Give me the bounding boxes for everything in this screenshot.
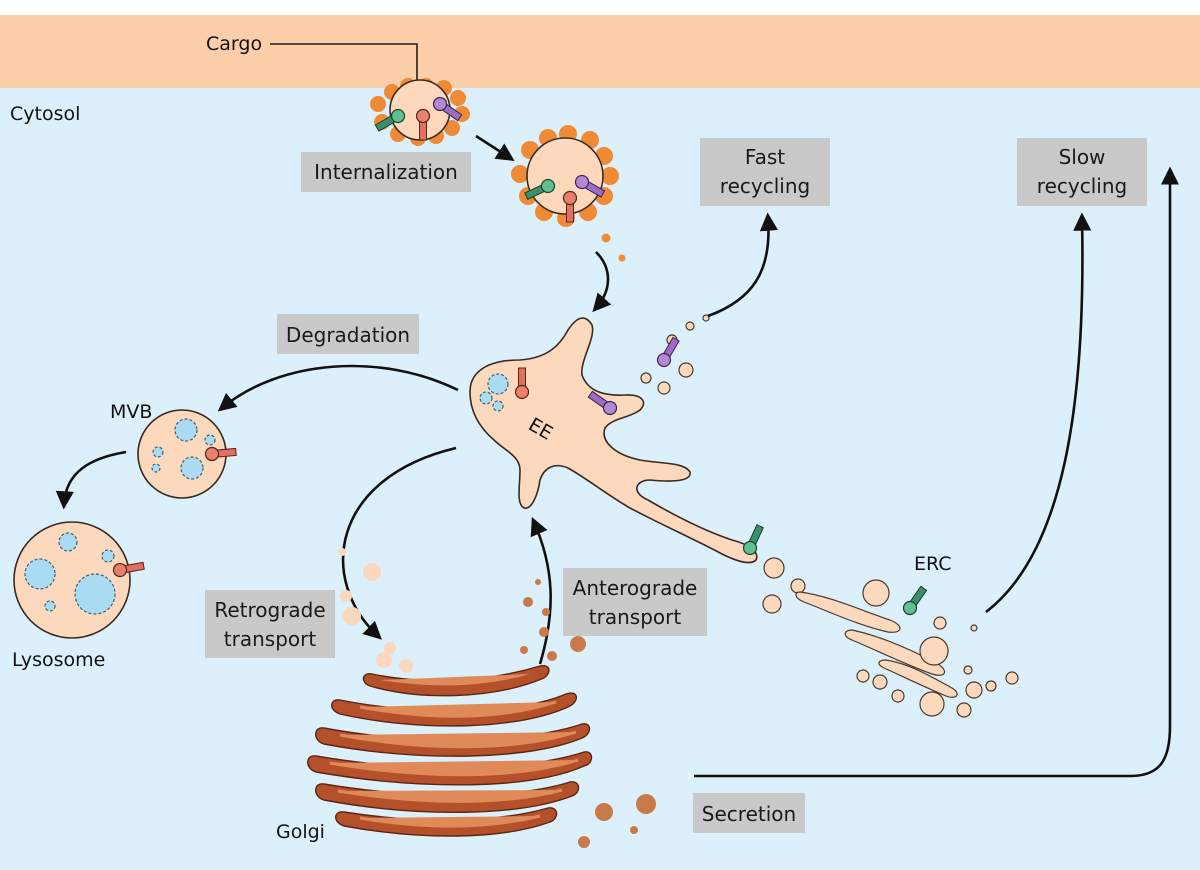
fast-recycling-box [700, 138, 830, 206]
anterograde-label-line2: transport [589, 605, 682, 629]
retrograde-box [205, 590, 335, 658]
vesicle-to-ee-arrow [592, 251, 612, 313]
fast-recycling-label-line2: recycling [720, 174, 810, 198]
golgi-label: Golgi [276, 821, 325, 843]
slow-recycling-box [1017, 138, 1147, 206]
plasma-membrane [0, 15, 1200, 88]
retrograde-label-line2: transport [224, 627, 317, 651]
fast-recycling-label-line1: Fast [745, 145, 785, 169]
secretory-vesicles [578, 794, 656, 848]
internalization-box [301, 152, 471, 192]
lysosome [13, 521, 146, 639]
slow-recycling-arrow [985, 212, 1092, 614]
fast-recycling-vesicles [640, 314, 710, 395]
degradation-box [277, 314, 419, 354]
internalization-arrow [475, 134, 515, 161]
anterograde-vesicles [520, 579, 586, 661]
anterograde-box [563, 568, 707, 636]
early-endosome [469, 317, 767, 564]
degradation-arrow [217, 364, 459, 412]
coat-fragment [618, 254, 626, 262]
golgi-apparatus [307, 664, 593, 837]
secretion-arrow [694, 166, 1180, 778]
retrograde-vesicles [338, 548, 413, 673]
cytosol-label: Cytosol [10, 103, 80, 125]
lysosome-label: Lysosome [12, 649, 105, 671]
erc-label: ERC [914, 553, 952, 575]
coated-vesicle [511, 125, 619, 227]
anterograde-label-line1: Anterograde [573, 576, 698, 600]
fast-recycling-arrow [707, 212, 779, 318]
cargo-leader-line [270, 43, 418, 92]
slow-recycling-label-line2: recycling [1037, 174, 1127, 198]
top-margin [0, 0, 1200, 15]
mvb-label: MVB [110, 401, 152, 423]
slow-recycling-label-line1: Slow [1059, 145, 1106, 169]
cargo-label: Cargo [206, 33, 262, 55]
internalization-label: Internalization [314, 160, 458, 184]
mvb-to-lysosome-arrow [55, 450, 127, 510]
retrograde-label-line1: Retrograde [214, 598, 325, 622]
anterograde-arrow [530, 516, 552, 665]
multivesicular-body [137, 409, 238, 499]
coated-pit [370, 78, 470, 146]
degradation-label: Degradation [286, 323, 410, 347]
secretion-label: Secretion [702, 802, 796, 826]
coat-fragment [601, 233, 611, 243]
endocytic-recycling-compartment [762, 557, 1019, 718]
secretion-box [693, 793, 805, 833]
